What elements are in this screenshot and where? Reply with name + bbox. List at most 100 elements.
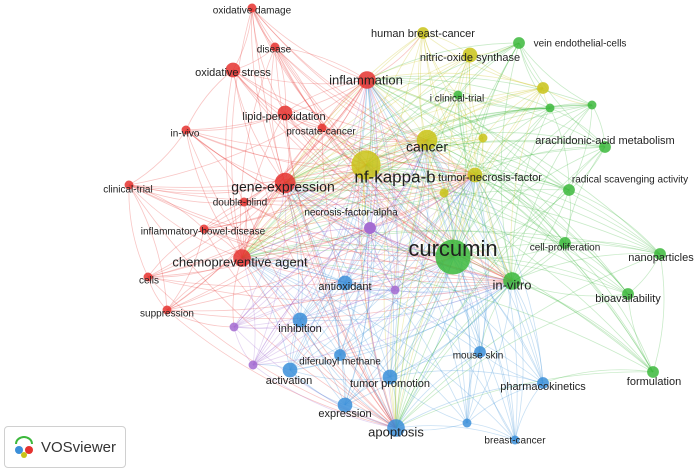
label-activation[interactable]: activation	[266, 375, 312, 387]
node-mouse-skin[interactable]	[474, 346, 486, 358]
label-arachidonic-acid-metabolism[interactable]: arachidonic-acid metabolism	[535, 135, 674, 147]
label-human-breast-cancer[interactable]: human breast-cancer	[371, 28, 475, 40]
label-tumor-necrosis-factor[interactable]: tumor-necrosis-factor	[438, 172, 542, 184]
node-nanoparticles[interactable]	[654, 248, 666, 260]
node-tumor-promotion[interactable]	[382, 369, 398, 385]
label-breast-cancer[interactable]: breast-cancer	[484, 436, 546, 447]
node-u-yellow-2[interactable]	[478, 133, 488, 143]
node-nitric-oxide-synthase[interactable]	[462, 47, 478, 63]
edge-line	[252, 256, 454, 366]
node-in-vitro[interactable]	[503, 272, 521, 290]
label-prostate-cancer[interactable]: prostate-cancer	[286, 127, 356, 138]
label-nitric-oxide-synthase[interactable]: nitric-oxide synthase	[420, 52, 520, 64]
edge-line	[241, 112, 286, 259]
node-clinical-trial[interactable]	[124, 180, 134, 190]
label-radical-scavenging-activity[interactable]: radical scavenging activity	[572, 175, 688, 186]
label-antioxidant[interactable]: antioxidant	[318, 281, 371, 293]
node-u-purple-3[interactable]	[229, 322, 239, 332]
label-cell-proliferation[interactable]: cell-proliferation	[530, 243, 601, 254]
node-pharmacokinetics[interactable]	[537, 377, 549, 389]
label-i-clinical-trial[interactable]: i clinical-trial	[430, 94, 484, 105]
label-inhibition[interactable]: inhibition	[278, 323, 321, 335]
edge-line	[366, 75, 593, 106]
node-diferuloyl-methane[interactable]	[334, 349, 346, 361]
edge-line	[284, 182, 629, 295]
node-arachidonic-acid-metabolism[interactable]	[599, 141, 611, 153]
label-suppression[interactable]: suppression	[140, 309, 194, 320]
label-inflammation[interactable]: inflammation	[329, 72, 403, 87]
label-cells[interactable]: cells	[139, 276, 159, 287]
node-u-purple-4[interactable]	[248, 360, 258, 370]
label-expression[interactable]: expression	[318, 408, 371, 420]
edge-line	[474, 174, 566, 244]
node-expression[interactable]	[337, 397, 353, 413]
node-prostate-cancer[interactable]	[317, 123, 327, 133]
node-oxidative-stress[interactable]	[225, 62, 241, 78]
node-u-yellow-1[interactable]	[537, 82, 549, 94]
node-u-blue-1[interactable]	[462, 418, 472, 428]
node-apoptosis[interactable]	[387, 419, 405, 437]
node-nf-kappa-b[interactable]	[351, 150, 381, 180]
label-inflammatory-bowel-disease[interactable]: inflammatory-bowel-disease	[141, 227, 266, 238]
edge-line	[422, 32, 476, 176]
label-nanoparticles[interactable]: nanoparticles	[628, 252, 694, 264]
edge-line	[365, 164, 661, 255]
vosviewer-badge[interactable]: VOSviewer	[4, 426, 126, 468]
label-clinical-trial[interactable]: clinical-trial	[103, 185, 152, 196]
label-pharmacokinetics[interactable]: pharmacokinetics	[500, 381, 586, 393]
node-inflammatory-bowel-disease[interactable]	[199, 224, 209, 234]
label-necrosis-factor-alpha[interactable]: necrosis-factor-alpha	[304, 208, 398, 219]
node-cells[interactable]	[143, 272, 153, 282]
label-formulation[interactable]: formulation	[627, 376, 681, 388]
label-cancer[interactable]: cancer	[406, 139, 448, 155]
node-in-vivo[interactable]	[181, 125, 191, 135]
label-lipid-peroxidation[interactable]: lipid-peroxidation	[242, 111, 325, 123]
node-breast-cancer[interactable]	[510, 435, 520, 445]
node-i-clinical-trial[interactable]	[453, 90, 463, 100]
node-gene-expression[interactable]	[274, 172, 296, 194]
node-human-breast-cancer[interactable]	[417, 27, 429, 39]
node-u-purple-2[interactable]	[390, 285, 400, 295]
label-apoptosis[interactable]: apoptosis	[368, 424, 424, 439]
label-chemopreventive-agent[interactable]: chemopreventive agent	[172, 254, 308, 269]
label-nf-kappa-b[interactable]: nf-kappa-b	[354, 167, 435, 186]
node-cancer[interactable]	[416, 129, 438, 151]
node-vein-endothelial-cells[interactable]	[513, 37, 525, 49]
node-lipid-peroxidation[interactable]	[277, 105, 293, 121]
node-cell-proliferation[interactable]	[559, 237, 571, 249]
node-u-purple-1[interactable]	[364, 222, 376, 234]
node-u-green-2[interactable]	[545, 103, 555, 113]
edge-line	[185, 129, 367, 166]
label-mouse-skin[interactable]: mouse skin	[453, 351, 504, 362]
node-oxidative-damage[interactable]	[247, 3, 257, 13]
edge-line	[452, 242, 661, 258]
label-in-vivo[interactable]: in-vivo	[171, 129, 200, 140]
node-tumor-necrosis-factor[interactable]	[467, 167, 483, 183]
node-activation[interactable]	[282, 362, 298, 378]
label-in-vitro[interactable]: in-vitro	[492, 277, 531, 292]
node-curcumin[interactable]	[435, 239, 471, 275]
node-inflammation[interactable]	[358, 71, 376, 89]
node-bioavailability[interactable]	[622, 288, 634, 300]
label-oxidative-damage[interactable]: oxidative damage	[213, 6, 292, 17]
label-vein-endothelial-cells[interactable]: vein endothelial-cells	[534, 39, 627, 50]
node-antioxidant[interactable]	[337, 275, 353, 291]
label-disease[interactable]: disease	[257, 45, 292, 56]
node-formulation[interactable]	[647, 366, 659, 378]
node-suppression[interactable]	[162, 305, 172, 315]
node-inhibition[interactable]	[292, 312, 308, 328]
node-radical-scavenging-activity[interactable]	[563, 184, 575, 196]
node-disease[interactable]	[270, 42, 280, 52]
label-tumor-promotion[interactable]: tumor promotion	[350, 378, 430, 390]
label-oxidative-stress[interactable]: oxidative stress	[195, 67, 271, 79]
node-double-blind[interactable]	[239, 197, 249, 207]
label-diferuloyl-methane[interactable]: diferuloyl methane	[299, 357, 381, 368]
label-curcumin[interactable]: curcumin	[408, 236, 497, 261]
node-chemopreventive-agent[interactable]	[233, 249, 251, 267]
node-u-yellow-3[interactable]	[439, 188, 449, 198]
label-bioavailability[interactable]: bioavailability	[595, 293, 661, 305]
label-gene-expression[interactable]: gene-expression	[231, 179, 335, 195]
node-u-green-1[interactable]	[587, 100, 597, 110]
label-double-blind[interactable]: double-blind	[213, 198, 268, 209]
